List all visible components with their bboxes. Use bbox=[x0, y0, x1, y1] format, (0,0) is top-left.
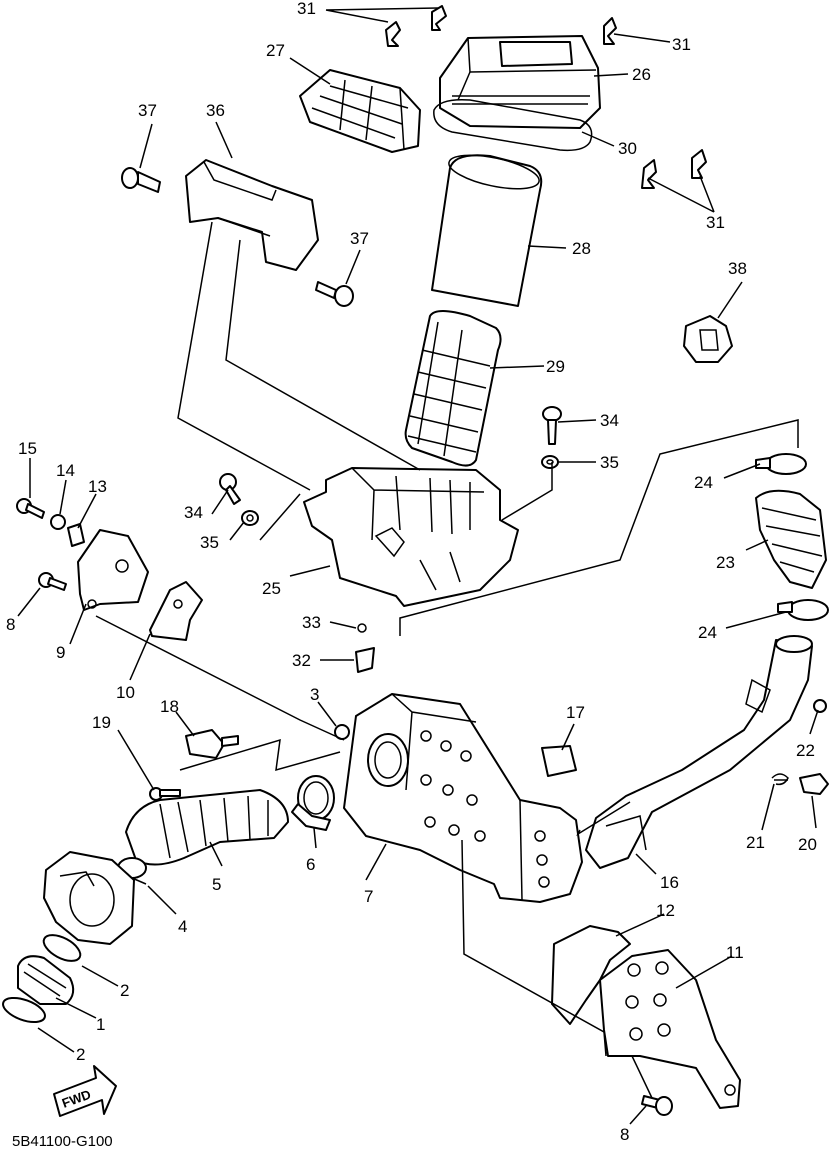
part-21-clip bbox=[771, 773, 789, 786]
leader-lines bbox=[17, 7, 819, 1125]
callout-34-a: 34 bbox=[600, 411, 619, 430]
part-28-filter-element bbox=[431, 154, 543, 307]
callout-labels: 31 31 31 27 26 30 37 36 37 28 38 29 34 3… bbox=[6, 0, 817, 1144]
part-9-bracket bbox=[77, 529, 149, 611]
callout-38: 38 bbox=[728, 259, 747, 278]
callout-17: 17 bbox=[566, 703, 585, 722]
callout-25: 25 bbox=[262, 579, 281, 598]
callout-33: 33 bbox=[302, 613, 321, 632]
part-19-screw bbox=[149, 787, 181, 801]
callout-2-b: 2 bbox=[76, 1045, 85, 1064]
callout-31-a: 31 bbox=[297, 0, 316, 18]
part-5-intake-boot bbox=[125, 789, 289, 866]
part-2-clamp-lower bbox=[2, 996, 46, 1024]
part-32-drain bbox=[355, 647, 375, 673]
part-37-bolt-lower bbox=[315, 281, 354, 307]
callout-9: 9 bbox=[56, 643, 65, 662]
callout-22: 22 bbox=[796, 741, 815, 760]
part-38-holder bbox=[683, 315, 733, 363]
part-22-screw bbox=[813, 699, 827, 713]
part-inlet-ring bbox=[367, 733, 409, 787]
part-10-plate bbox=[149, 581, 203, 641]
callout-10: 10 bbox=[116, 683, 135, 702]
part-11-bracket bbox=[599, 949, 741, 1109]
part-36-cover bbox=[185, 159, 319, 271]
callout-35-b: 35 bbox=[200, 533, 219, 552]
part-15-bolt bbox=[16, 498, 45, 519]
part-20-plug bbox=[799, 773, 829, 795]
part-34-bolt-right bbox=[542, 406, 562, 445]
callout-18: 18 bbox=[160, 697, 179, 716]
part-25-filter-case bbox=[303, 467, 519, 607]
part-14-collar bbox=[50, 514, 66, 530]
part-37-bolt-upper bbox=[121, 167, 161, 193]
part-30-gasket bbox=[433, 98, 593, 152]
part-27-intake-duct bbox=[299, 69, 421, 153]
part-2-clamp-upper bbox=[42, 934, 82, 962]
callout-3: 3 bbox=[310, 685, 319, 704]
part-16-intake-pipe bbox=[585, 635, 813, 869]
callout-19: 19 bbox=[92, 713, 111, 732]
callout-24-b: 24 bbox=[698, 623, 717, 642]
callout-36: 36 bbox=[206, 101, 225, 120]
callout-11: 11 bbox=[726, 943, 744, 962]
fwd-arrow: FWD bbox=[53, 1065, 117, 1117]
callout-8-b: 8 bbox=[620, 1125, 629, 1144]
callout-4: 4 bbox=[178, 917, 187, 936]
callout-24-a: 24 bbox=[694, 473, 713, 492]
part-35-washer-left bbox=[241, 510, 259, 526]
callout-28: 28 bbox=[572, 239, 591, 258]
part-29-element-cage bbox=[404, 310, 502, 467]
callout-34-b: 34 bbox=[184, 503, 203, 522]
callout-23: 23 bbox=[716, 553, 735, 572]
diagram-code: 5B41100-G100 bbox=[12, 1133, 113, 1150]
part-12-plate bbox=[551, 925, 631, 1025]
part-17-holder bbox=[541, 745, 577, 777]
part-throttle-body bbox=[43, 851, 135, 945]
callout-5: 5 bbox=[212, 875, 221, 894]
callout-16: 16 bbox=[660, 873, 679, 892]
part-18-sensor bbox=[185, 729, 239, 759]
part-31-clips bbox=[385, 5, 707, 189]
callout-8-a: 8 bbox=[6, 615, 15, 634]
part-24-clamp-upper bbox=[755, 453, 807, 475]
part-35-washer-right bbox=[541, 455, 559, 469]
callout-31-c: 31 bbox=[706, 213, 725, 232]
part-6-clamp bbox=[291, 775, 335, 831]
part-33-clamp bbox=[357, 623, 367, 633]
callout-7: 7 bbox=[364, 887, 373, 906]
part-23-hose bbox=[755, 489, 827, 589]
part-8-bolt-lower bbox=[641, 1095, 673, 1116]
assembly-lines bbox=[95, 221, 799, 1099]
callout-15: 15 bbox=[18, 439, 37, 458]
callout-31-b: 31 bbox=[672, 35, 691, 54]
part-34-bolt-left bbox=[219, 473, 241, 505]
callout-1: 1 bbox=[96, 1015, 105, 1034]
callout-26: 26 bbox=[632, 65, 651, 84]
callout-21: 21 bbox=[746, 833, 765, 852]
callout-37-a: 37 bbox=[138, 101, 157, 120]
part-8-bolt-upper bbox=[38, 572, 67, 591]
callout-32: 32 bbox=[292, 651, 311, 670]
part-1-joint bbox=[17, 955, 75, 1005]
callout-6: 6 bbox=[306, 855, 315, 874]
callout-29: 29 bbox=[546, 357, 565, 376]
part-13-damper bbox=[67, 523, 85, 547]
callout-2-a: 2 bbox=[120, 981, 129, 1000]
callout-27: 27 bbox=[266, 41, 285, 60]
part-24-clamp-lower bbox=[777, 599, 829, 621]
callout-30: 30 bbox=[618, 139, 637, 158]
callout-20: 20 bbox=[798, 835, 817, 854]
callout-14: 14 bbox=[56, 461, 75, 480]
callout-37-b: 37 bbox=[350, 229, 369, 248]
callout-13: 13 bbox=[88, 477, 107, 496]
callout-12: 12 bbox=[656, 901, 675, 920]
part-26-case-cap bbox=[439, 35, 601, 129]
callout-35-a: 35 bbox=[600, 453, 619, 472]
